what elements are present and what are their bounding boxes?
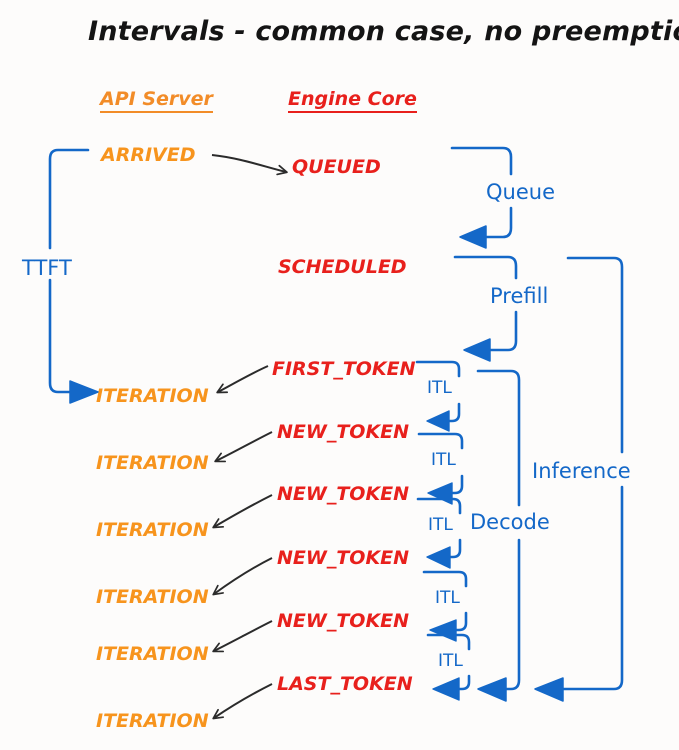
state-new-token-2: NEW_TOKEN xyxy=(277,483,410,505)
column-header-api-server: API Server xyxy=(100,90,213,113)
column-header-engine-core: Engine Core xyxy=(288,90,417,113)
bracket-itl-5-arrowhead xyxy=(432,677,460,701)
bracket-decode-arrowhead xyxy=(477,677,507,702)
interval-label-itl-5: ITL xyxy=(438,651,463,671)
state-iteration-6: ITERATION xyxy=(96,710,209,732)
state-iteration-3: ITERATION xyxy=(96,519,209,541)
interval-label-inference: Inference xyxy=(532,459,631,483)
arrow-new-token-to-iteration-3 xyxy=(212,494,273,529)
arrow-first-token-to-iteration-1 xyxy=(216,365,269,394)
bracket-itl-1-arrowhead xyxy=(426,410,450,432)
state-iteration-5: ITERATION xyxy=(96,643,209,665)
arrow-new-token-to-iteration-5 xyxy=(212,620,273,653)
interval-label-prefill: Prefill xyxy=(490,284,549,308)
arrow-last-token-to-iteration-6 xyxy=(212,683,273,720)
state-first-token: FIRST_TOKEN xyxy=(272,358,416,380)
bracket-itl-2-arrowhead xyxy=(427,482,453,505)
arrow-arrived-to-queued xyxy=(211,154,288,176)
state-scheduled: SCHEDULED xyxy=(278,256,407,278)
state-new-token-4: NEW_TOKEN xyxy=(277,610,410,632)
interval-label-decode: Decode xyxy=(470,510,550,534)
state-iteration-1: ITERATION xyxy=(96,385,209,407)
interval-label-itl-3: ITL xyxy=(428,515,453,535)
state-iteration-2: ITERATION xyxy=(96,452,209,474)
interval-label-itl-2: ITL xyxy=(431,450,456,470)
bracket-itl-3-arrowhead xyxy=(426,546,451,569)
state-arrived: ARRIVED xyxy=(101,144,196,166)
bracket-ttft-arrowhead xyxy=(69,380,99,404)
state-last-token: LAST_TOKEN xyxy=(277,673,413,695)
page-title: Intervals - common case, no preemptions xyxy=(88,16,679,47)
bracket-prefill-arrowhead xyxy=(463,338,491,362)
interval-label-ttft: TTFT xyxy=(22,256,72,280)
interval-label-itl-4: ITL xyxy=(435,588,460,608)
arrow-new-token-to-iteration-4 xyxy=(212,557,273,596)
state-new-token-1: NEW_TOKEN xyxy=(277,421,410,443)
state-queued: QUEUED xyxy=(292,156,381,178)
interval-label-itl-1: ITL xyxy=(427,378,452,398)
bracket-itl-4-arrowhead xyxy=(429,619,457,642)
state-new-token-3: NEW_TOKEN xyxy=(277,547,410,569)
arrow-new-token-to-iteration-2 xyxy=(214,431,273,463)
state-iteration-4: ITERATION xyxy=(96,586,209,608)
bracket-inference-arrowhead xyxy=(534,677,564,702)
interval-label-queue: Queue xyxy=(486,180,555,204)
transition-arrows xyxy=(211,154,288,720)
bracket-queue-arrowhead xyxy=(459,225,487,249)
